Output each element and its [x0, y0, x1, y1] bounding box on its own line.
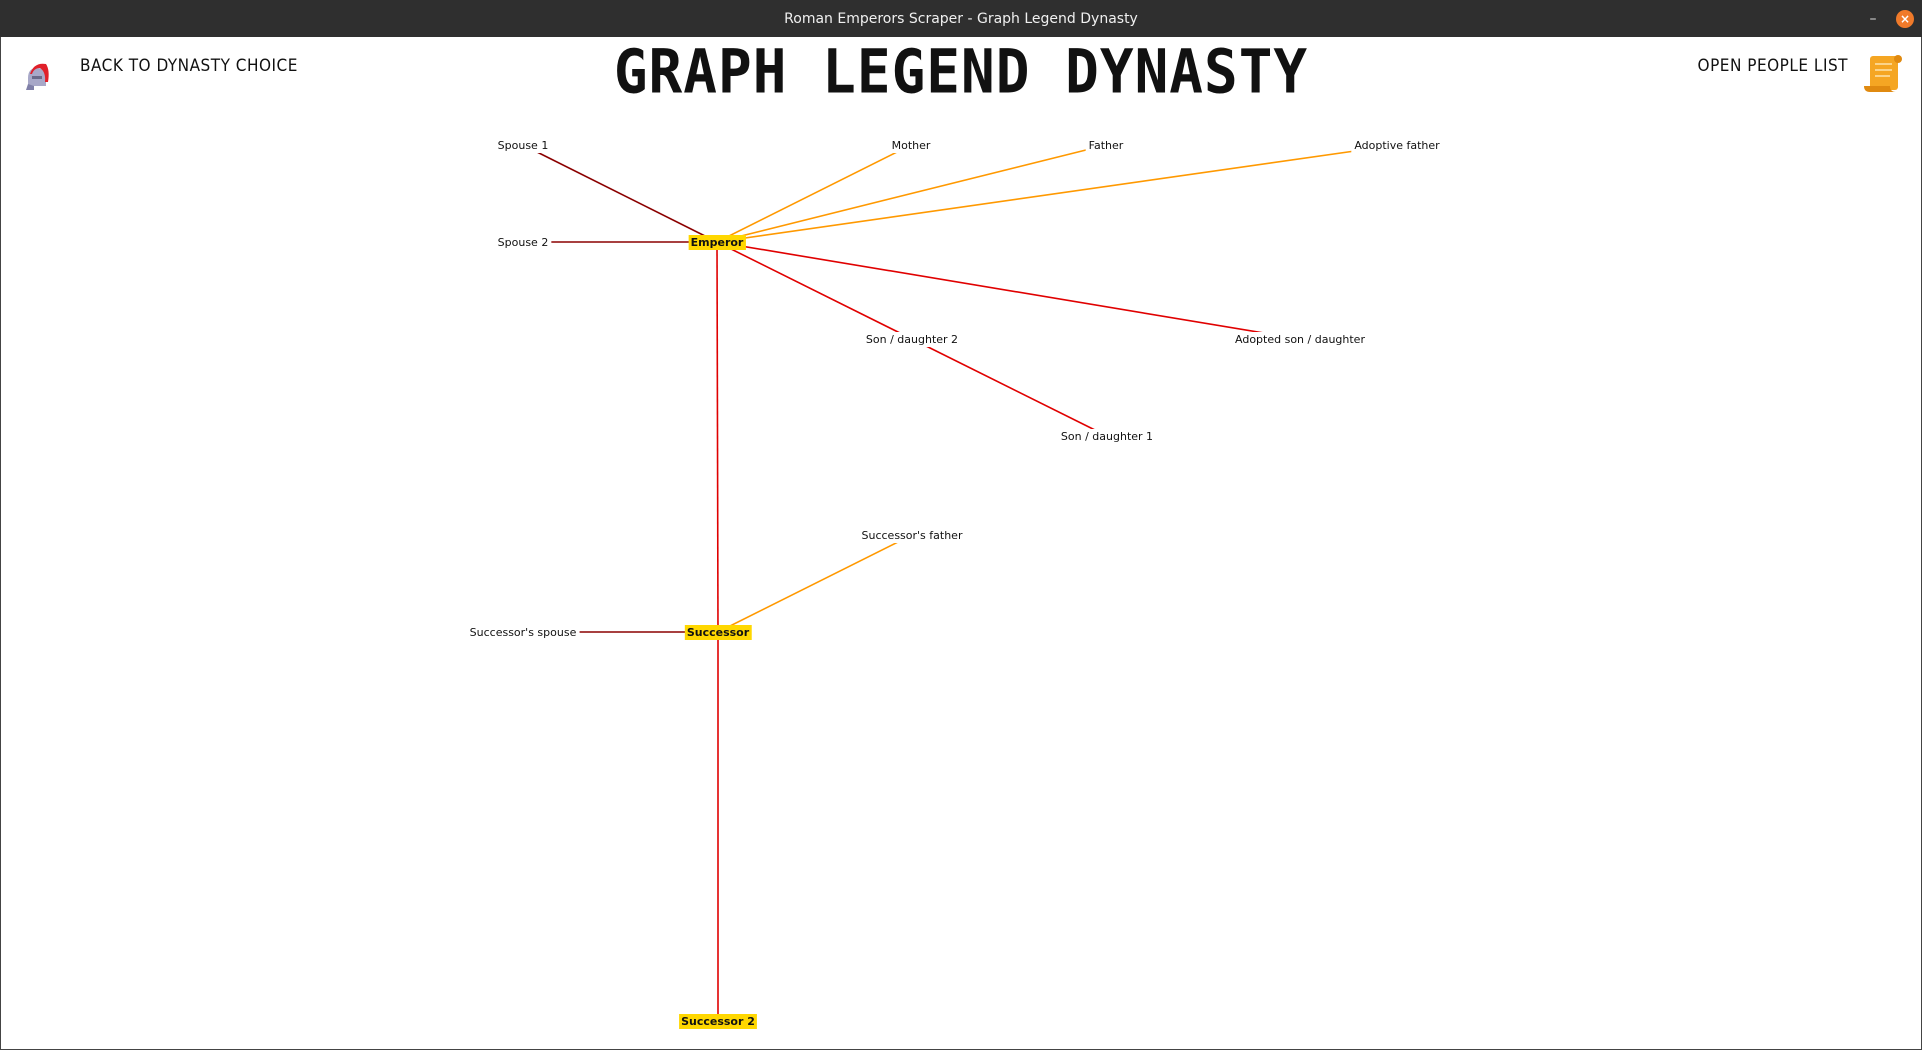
node-father[interactable]: Father	[1085, 138, 1127, 153]
node-spouse1[interactable]: Spouse 1	[494, 138, 552, 153]
node-box-son2	[862, 332, 962, 347]
edge-emperor-son2	[716, 241, 913, 340]
edge-son2-son1	[911, 338, 1108, 437]
node-box-spouse1	[494, 138, 552, 153]
node-label-adoptive_father: Adoptive father	[1354, 139, 1440, 152]
node-label-emperor: Emperor	[691, 236, 744, 249]
node-successor[interactable]: Successor	[684, 625, 752, 640]
node-spouse2[interactable]: Spouse 2	[494, 235, 552, 250]
node-mother[interactable]: Mother	[888, 138, 934, 153]
node-succ_spouse[interactable]: Successor's spouse	[466, 625, 580, 640]
helmet-icon[interactable]	[22, 60, 52, 92]
edge-succ_father-successor	[717, 534, 913, 633]
edge-father-emperor	[716, 144, 1107, 243]
node-label-son2: Son / daughter 2	[866, 333, 958, 346]
node-successor2[interactable]: Successor 2	[679, 1014, 757, 1029]
edge-emperor-successor	[716, 241, 719, 633]
node-adoptive_father[interactable]: Adoptive father	[1351, 138, 1444, 153]
node-label-succ_spouse: Successor's spouse	[470, 626, 577, 639]
close-button[interactable]: ×	[1896, 10, 1914, 28]
scroll-icon[interactable]	[1860, 52, 1904, 96]
node-box-adoptive_father	[1351, 138, 1444, 153]
edge-spouse1-emperor	[522, 144, 718, 243]
node-label-successor: Successor	[687, 626, 750, 639]
edge-emperor-adopted	[716, 241, 1301, 340]
node-emperor[interactable]: Emperor	[688, 235, 746, 250]
node-label-mother: Mother	[892, 139, 931, 152]
node-label-father: Father	[1089, 139, 1124, 152]
node-succ_father[interactable]: Successor's father	[858, 528, 966, 543]
open-people-list-button[interactable]: OPEN PEOPLE LIST	[1697, 56, 1848, 76]
node-box-succ_spouse	[466, 625, 580, 640]
node-label-spouse2: Spouse 2	[498, 236, 549, 249]
node-box-spouse2	[494, 235, 552, 250]
node-box-son1	[1057, 429, 1157, 444]
edge-mother-emperor	[716, 144, 912, 243]
minimize-button[interactable]: –	[1869, 10, 1877, 27]
node-box-adopted	[1232, 332, 1369, 347]
node-box-father	[1085, 138, 1127, 153]
node-label-son1: Son / daughter 1	[1061, 430, 1153, 443]
node-label-successor2: Successor 2	[681, 1015, 755, 1028]
node-label-adopted: Adopted son / daughter	[1235, 333, 1365, 346]
node-adopted[interactable]: Adopted son / daughter	[1232, 332, 1369, 347]
node-box-successor	[684, 625, 752, 640]
node-son2[interactable]: Son / daughter 2	[862, 332, 962, 347]
window-title: Roman Emperors Scraper - Graph Legend Dy…	[784, 10, 1138, 27]
back-to-dynasty-choice-button[interactable]: BACK TO DYNASTY CHOICE	[80, 56, 298, 76]
node-box-mother	[888, 138, 934, 153]
node-box-emperor	[688, 235, 746, 250]
node-son1[interactable]: Son / daughter 1	[1057, 429, 1157, 444]
node-label-spouse1: Spouse 1	[498, 139, 549, 152]
edge-adoptive_father-emperor	[716, 144, 1398, 243]
page-title: GRAPH LEGEND DYNASTY	[613, 37, 1309, 108]
node-label-succ_father: Successor's father	[862, 529, 963, 542]
node-box-successor2	[679, 1014, 757, 1029]
window-titlebar: Roman Emperors Scraper - Graph Legend Dy…	[0, 0, 1922, 37]
graph-edges	[522, 144, 1398, 1021]
node-box-succ_father	[858, 528, 966, 543]
